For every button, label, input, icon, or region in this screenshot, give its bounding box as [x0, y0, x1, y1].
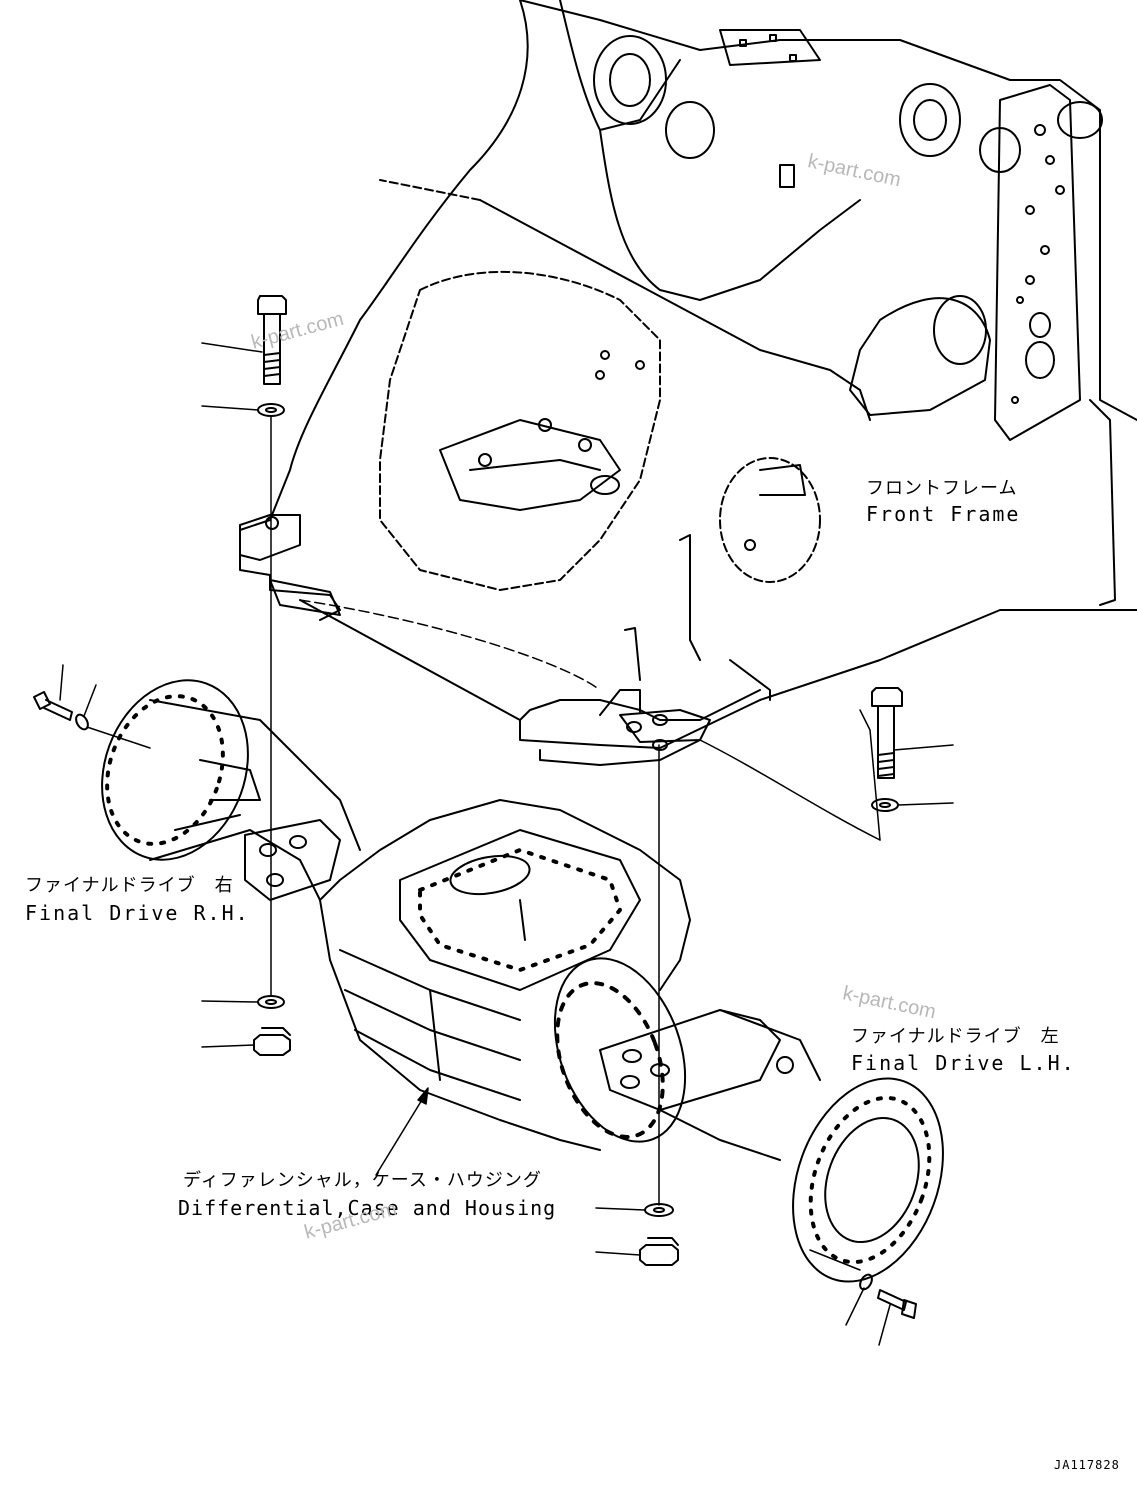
- final-drive-rh-label-en: Final Drive R.H.: [25, 901, 250, 925]
- final-drive-lh-label-en: Final Drive L.H.: [851, 1051, 1076, 1075]
- leader-lines: [59, 342, 954, 1346]
- final-drive-rh-label-jp: ファイナルドライブ 右: [25, 875, 234, 896]
- front-frame-label-en: Front Frame: [866, 502, 1021, 526]
- fasteners: [33, 295, 917, 1319]
- differential-label-en: Differential,Case and Housing: [178, 1196, 557, 1220]
- axle-assembly: [101, 679, 944, 1283]
- differential-label-jp: ディファレンシャル，ケース・ハウジング: [183, 1170, 542, 1191]
- drawing-code: JA117828: [1054, 1458, 1120, 1472]
- front-frame: [239, 0, 1137, 841]
- front-frame-label-jp: フロントフレーム: [866, 478, 1018, 499]
- final-drive-lh-label-jp: ファイナルドライブ 左: [851, 1026, 1060, 1047]
